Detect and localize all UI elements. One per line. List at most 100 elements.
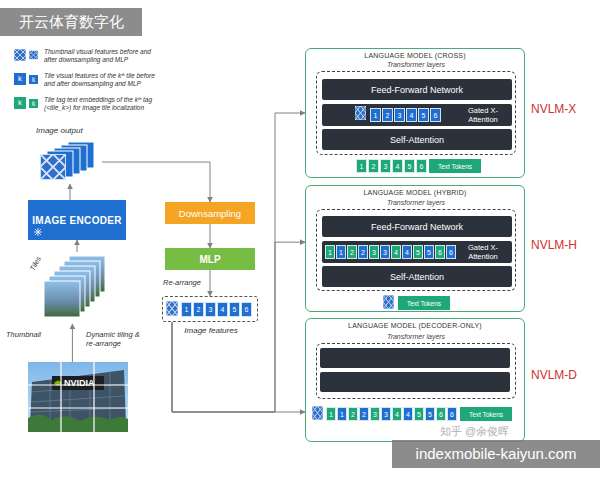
node-text: 1 [329,411,333,418]
node-text: 6 [434,112,438,119]
tile-token: 3 [394,108,405,122]
tag-token: 3 [380,159,391,173]
node-text: 5 [422,112,426,119]
layer-group: Transformer layers [316,343,516,399]
node-text: Text Tokens [469,411,503,418]
layer-group: Transformer layersFeed-Forward NetworkGa… [316,209,516,291]
legend-text: Thumbnail visual features before and aft… [44,48,162,63]
node-text: 2 [372,163,376,170]
image-tile [49,276,85,312]
thumbnail-token [355,106,366,120]
image-stack: Image output [38,140,102,184]
node-text: 4 [396,163,400,170]
node-text: Image output [36,126,116,135]
node-text: 2 [362,411,366,418]
node-text: 2 [361,249,365,256]
node-text: Transformer layers [317,199,515,206]
node-text: 3 [384,163,388,170]
node-text: 2 [351,411,355,418]
node-text: Self-Attention [390,135,444,145]
tag-token: 2 [348,407,358,421]
photo-sky [28,362,128,432]
node-text: 6 [439,411,443,418]
node-text: 6 [438,249,442,256]
connector [172,322,305,412]
node-text: 4 [221,306,225,313]
layer-group: Transformer layersFeed-Forward NetworkGa… [316,71,516,155]
tile-token: 4 [402,245,412,259]
label-text: k [29,99,38,108]
tile-feature [54,148,80,174]
node-text: 3 [383,249,387,256]
thumbnail-token [312,406,323,420]
label-text: k [29,75,38,84]
text-token-box: Text Tokens [460,407,512,421]
tile-token: 3 [380,245,390,259]
tag-token: 4 [392,159,403,173]
node-text: 4 [395,411,399,418]
node-text: Gated X-Attention [457,243,509,261]
tiling-grid [28,362,128,432]
layer-bar: Gated X-Attention112233445566 [322,241,512,263]
tile-token: 2 [193,302,204,317]
node-text: LANGUAGE MODEL (CROSS) [306,52,524,59]
tile-token: 1 [181,302,192,317]
node-text: 1 [328,249,332,256]
node-text: 3 [373,411,377,418]
node-text: 5 [233,306,237,313]
tag-token: 3 [369,245,379,259]
image-tile [59,266,95,302]
connector [70,184,71,200]
image-stack: TilesThumbnail [40,252,112,324]
node-text: 1 [340,411,344,418]
node-text: 1 [185,306,189,313]
label-text: k [14,73,26,85]
tag-token: 1 [356,159,367,173]
edge-label: Dynamic tiling & re-arrange [86,330,144,348]
legend-text: Tile tag text embeddings of the kᵗʰ tag … [44,96,162,111]
label-text: k [14,97,26,109]
tile-token: 5 [229,302,240,317]
tag-token: 3 [370,407,380,421]
thumbnail-token [166,301,178,316]
label-text: indexmobile-kaiyun.com [392,440,600,468]
node-text: LANGUAGE MODEL (HYBRID) [306,189,524,196]
tag-token: 4 [392,407,402,421]
tile-token: 6 [241,302,252,317]
node-text: 2 [386,112,390,119]
process-box: Downsampling [165,202,255,224]
node-text: Gated X-Attention [457,106,509,124]
image-tile [44,281,80,317]
node-text: 2 [197,306,201,313]
thumbnail-icon [14,49,26,61]
node-text: 4 [394,249,398,256]
node-text: Transformer layers [317,61,515,68]
model-box: LANGUAGE MODEL (CROSS) Transformer layers… [305,48,525,178]
node-text: 5 [417,411,421,418]
node-text: 3 [209,306,213,313]
node-text: 2 [350,249,354,256]
tile-token: 1 [336,245,346,259]
node-text: 5 [427,249,431,256]
model-box: LANGUAGE MODEL (DECODER-ONLY)Transformer… [305,318,525,442]
node-text: Tiles [29,255,42,271]
node-text: IMAGE ENCODER [32,215,121,226]
layer-bar [320,372,510,392]
thumbnail-icon [29,51,38,60]
edge-label: Re-arrange [163,278,208,287]
connector [172,242,305,412]
node-text: Self-Attention [390,272,444,282]
connector [210,270,211,296]
node-text: 4 [406,411,410,418]
node-text: 6 [245,306,249,313]
node-text: 5 [408,163,412,170]
node-text: 6 [420,163,424,170]
tile-token: 2 [359,407,369,421]
node-text: NVIDIA [64,378,95,388]
legend-text: Tile visual features of the kᵗʰ tile bef… [44,72,162,87]
node-text: 4 [405,249,409,256]
text-token-box: Text Tokens [398,296,450,310]
tag-token: 6 [416,159,427,173]
tag-token: 2 [347,245,357,259]
tile-token: 2 [382,108,393,122]
